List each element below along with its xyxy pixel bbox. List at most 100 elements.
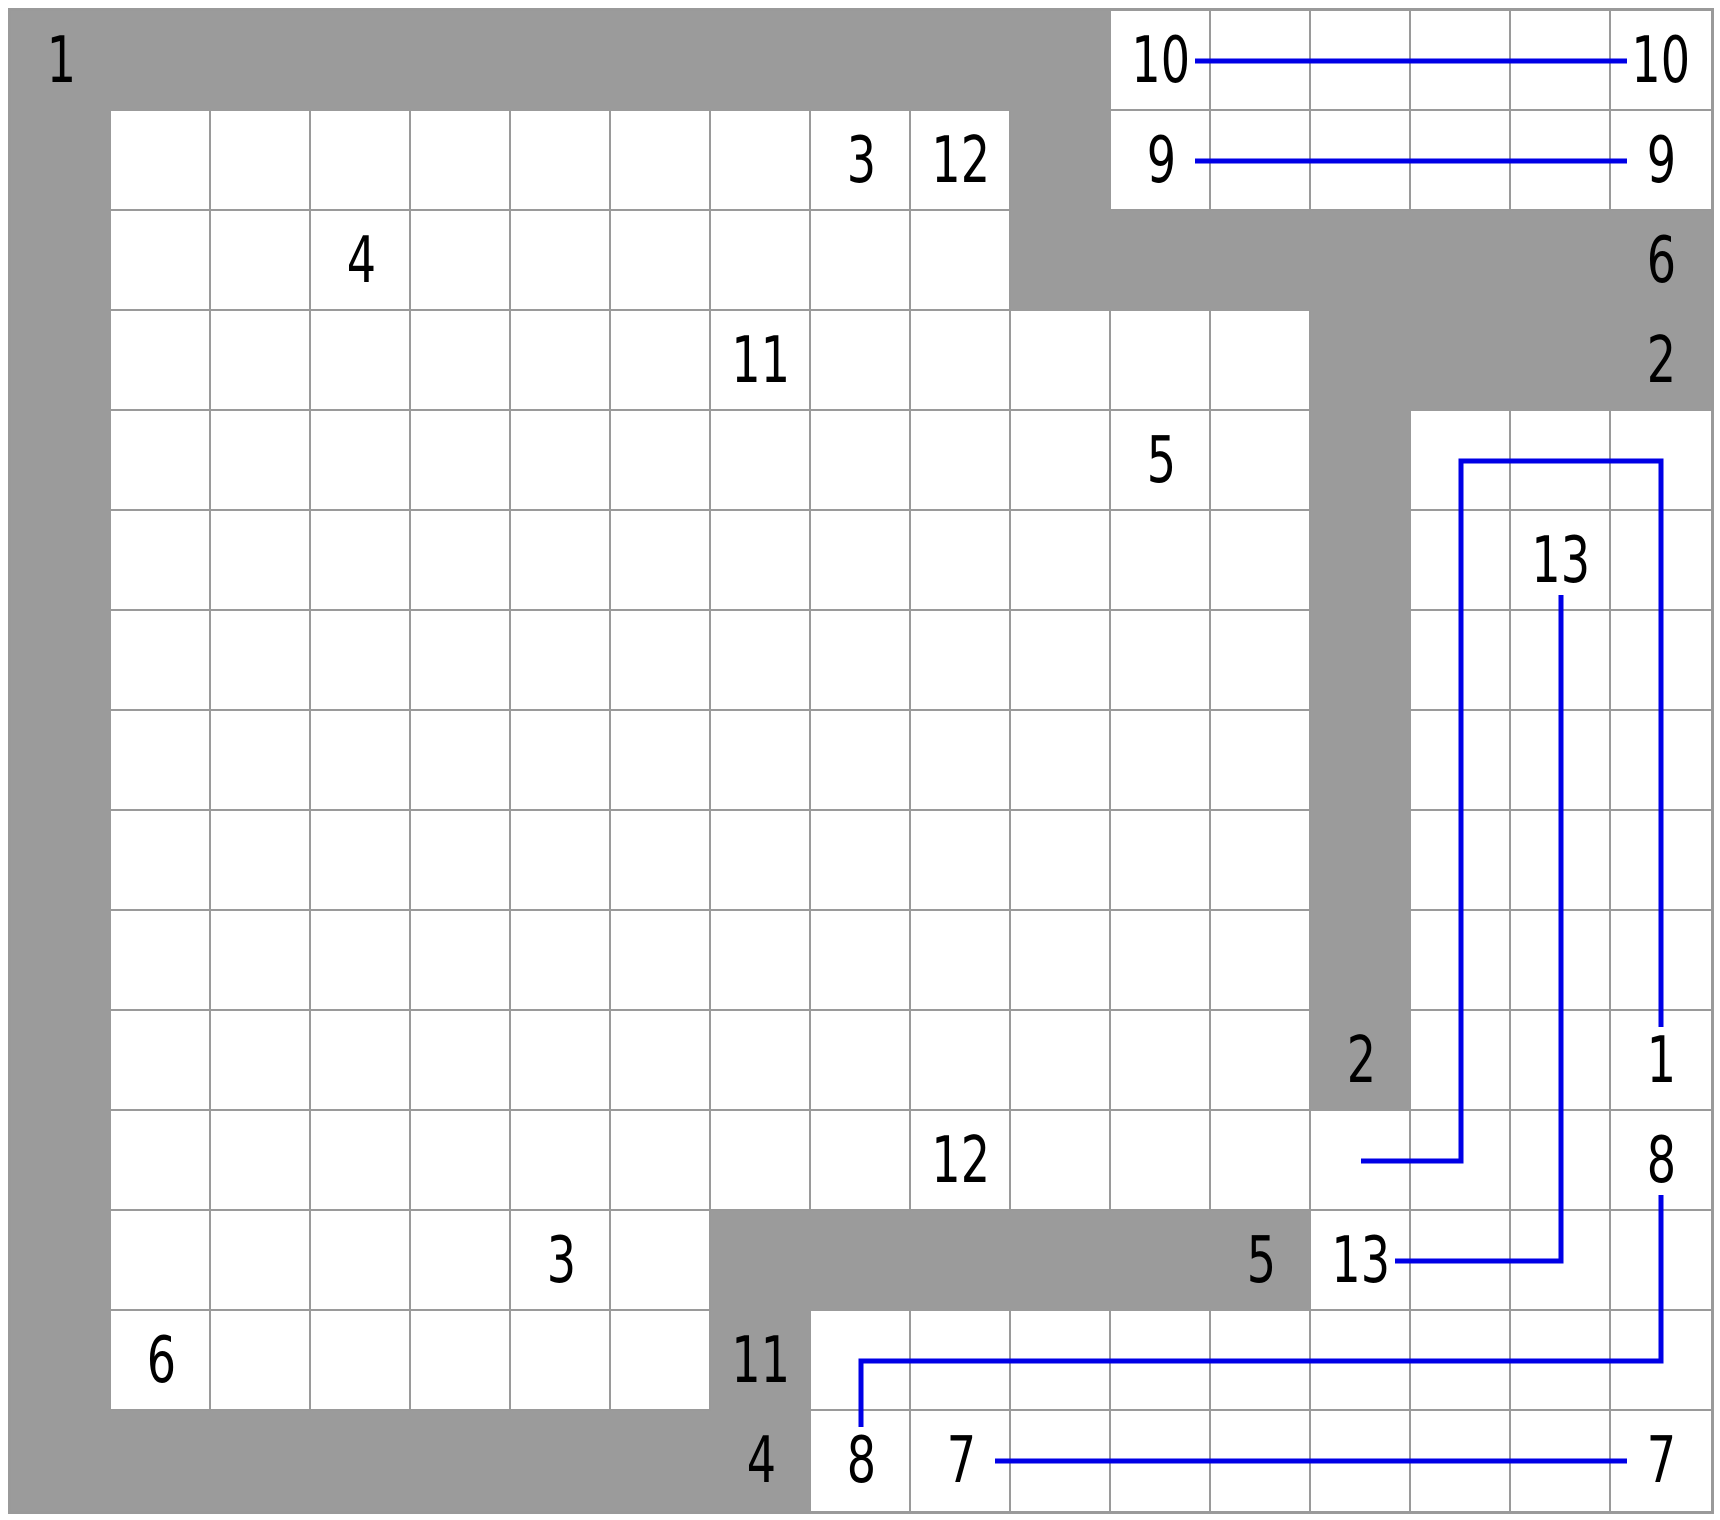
grid-cell[interactable] — [1611, 111, 1711, 211]
grid-cell[interactable] — [1011, 611, 1111, 711]
shaded-cell[interactable] — [111, 1411, 211, 1511]
grid-cell[interactable] — [511, 511, 611, 611]
grid-cell[interactable] — [511, 111, 611, 211]
shaded-cell[interactable] — [1311, 411, 1411, 511]
grid-cell[interactable] — [311, 111, 411, 211]
grid-cell[interactable] — [1211, 511, 1311, 611]
shaded-cell[interactable] — [511, 1411, 611, 1511]
grid-cell[interactable] — [1111, 911, 1211, 1011]
grid-cell[interactable] — [811, 311, 911, 411]
grid-cell[interactable] — [211, 911, 311, 1011]
shaded-cell[interactable] — [1511, 311, 1611, 411]
grid-cell[interactable] — [111, 811, 211, 911]
grid-cell[interactable] — [911, 611, 1011, 711]
grid-cell[interactable] — [311, 311, 411, 411]
grid-cell[interactable] — [1611, 11, 1711, 111]
shaded-cell[interactable] — [711, 1211, 811, 1311]
grid-cell[interactable] — [911, 511, 1011, 611]
grid-cell[interactable] — [611, 1211, 711, 1311]
grid-cell[interactable] — [211, 211, 311, 311]
grid-cell[interactable] — [611, 811, 711, 911]
shaded-cell[interactable] — [11, 511, 111, 611]
shaded-cell[interactable] — [1111, 1211, 1211, 1311]
grid-cell[interactable] — [611, 511, 711, 611]
shaded-cell[interactable] — [1011, 111, 1111, 211]
shaded-cell[interactable] — [1311, 911, 1411, 1011]
grid-cell[interactable] — [111, 1311, 211, 1411]
shaded-cell[interactable] — [711, 11, 811, 111]
grid-cell[interactable] — [611, 911, 711, 1011]
grid-cell[interactable] — [1211, 411, 1311, 511]
grid-cell[interactable] — [811, 711, 911, 811]
grid-cell[interactable] — [211, 611, 311, 711]
shaded-cell[interactable] — [11, 211, 111, 311]
shaded-cell[interactable] — [1611, 311, 1711, 411]
grid-cell[interactable] — [711, 1011, 811, 1111]
grid-cell[interactable] — [1011, 811, 1111, 911]
shaded-cell[interactable] — [11, 311, 111, 411]
grid-cell[interactable] — [311, 1111, 411, 1211]
grid-cell[interactable] — [611, 611, 711, 711]
shaded-cell[interactable] — [711, 1411, 811, 1511]
grid-cell[interactable] — [711, 1111, 811, 1211]
grid-cell[interactable] — [211, 511, 311, 611]
grid-cell[interactable] — [911, 111, 1011, 211]
shaded-cell[interactable] — [1011, 11, 1111, 111]
grid-cell[interactable] — [1011, 1011, 1111, 1111]
grid-cell[interactable] — [211, 311, 311, 411]
grid-cell[interactable] — [1111, 1111, 1211, 1211]
grid-cell[interactable] — [1211, 711, 1311, 811]
shaded-cell[interactable] — [11, 1411, 111, 1511]
shaded-cell[interactable] — [1011, 211, 1111, 311]
grid-cell[interactable] — [1111, 1011, 1211, 1111]
grid-cell[interactable] — [1111, 111, 1211, 211]
shaded-cell[interactable] — [1611, 211, 1711, 311]
shaded-cell[interactable] — [11, 1111, 111, 1211]
grid-cell[interactable] — [1211, 811, 1311, 911]
shaded-cell[interactable] — [1511, 211, 1611, 311]
grid-cell[interactable] — [1111, 511, 1211, 611]
shaded-cell[interactable] — [1411, 211, 1511, 311]
grid-cell[interactable] — [111, 111, 211, 211]
grid-cell[interactable] — [411, 911, 511, 1011]
grid-cell[interactable] — [311, 411, 411, 511]
grid-cell[interactable] — [1111, 411, 1211, 511]
grid-cell[interactable] — [411, 1311, 511, 1411]
shaded-cell[interactable] — [11, 11, 111, 111]
grid-cell[interactable] — [611, 1011, 711, 1111]
grid-cell[interactable] — [511, 1211, 611, 1311]
grid-cell[interactable] — [111, 1211, 211, 1311]
shaded-cell[interactable] — [211, 11, 311, 111]
grid-cell[interactable] — [111, 1011, 211, 1111]
grid-cell[interactable] — [811, 111, 911, 211]
shaded-cell[interactable] — [411, 1411, 511, 1511]
shaded-cell[interactable] — [1211, 1211, 1311, 1311]
grid-cell[interactable] — [611, 211, 711, 311]
grid-cell[interactable] — [811, 811, 911, 911]
grid-cell[interactable] — [611, 1311, 711, 1411]
grid-cell[interactable] — [811, 1411, 911, 1511]
grid-cell[interactable] — [411, 511, 511, 611]
grid-cell[interactable] — [811, 1111, 911, 1211]
grid-cell[interactable] — [1211, 311, 1311, 411]
grid-cell[interactable] — [611, 1111, 711, 1211]
grid-cell[interactable] — [911, 711, 1011, 811]
grid-cell[interactable] — [1111, 611, 1211, 711]
grid-cell[interactable] — [711, 111, 811, 211]
grid-cell[interactable] — [111, 611, 211, 711]
grid-cell[interactable] — [611, 111, 711, 211]
grid-cell[interactable] — [411, 1111, 511, 1211]
grid-cell[interactable] — [1611, 1011, 1711, 1111]
shaded-cell[interactable] — [11, 111, 111, 211]
shaded-cell[interactable] — [1311, 211, 1411, 311]
grid-cell[interactable] — [811, 911, 911, 1011]
grid-cell[interactable] — [511, 811, 611, 911]
grid-cell[interactable] — [411, 1011, 511, 1111]
grid-cell[interactable] — [1611, 1411, 1711, 1511]
grid-cell[interactable] — [1011, 711, 1111, 811]
shaded-cell[interactable] — [1311, 311, 1411, 411]
grid-cell[interactable] — [511, 711, 611, 811]
grid-cell[interactable] — [311, 211, 411, 311]
grid-cell[interactable] — [811, 211, 911, 311]
grid-cell[interactable] — [811, 611, 911, 711]
